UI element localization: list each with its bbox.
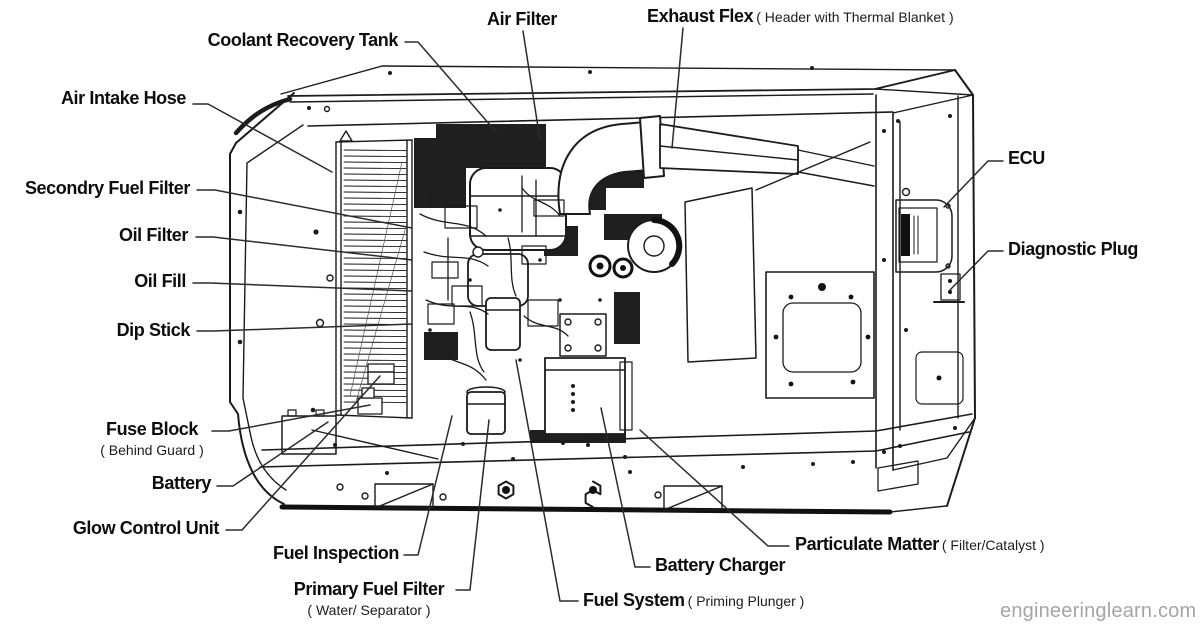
air-filter-canister [469,167,567,251]
label-text: Fuel System [583,590,685,610]
right-end-panel [875,69,976,507]
access-plate [765,271,875,399]
glow-control-unit-shape [367,363,395,385]
label-oil-filter: Oil Filter [119,225,188,246]
label-text: Air Intake Hose [60,88,186,108]
label-text: Glow Control Unit [72,518,220,538]
label-fuel-inspection: Fuel Inspection [273,543,399,564]
leader-line-air-intake-hose [192,103,333,173]
label-fuse-block: Fuse Block ( Behind Guard ) [100,419,204,459]
leader-lines [192,27,1004,602]
label-note: ( Behind Guard ) [100,442,204,458]
exhaust-flex-duct [659,123,799,175]
leader-line-secondry-fuel-filter [196,189,413,229]
label-oil-fill: Oil Fill [134,271,186,292]
label-text: Oil Fill [134,271,186,291]
label-battery-charger: Battery Charger [655,555,785,576]
ecu-bracket [895,199,953,273]
leader-line-glow-control-unit [225,375,381,531]
label-text: Battery [151,473,212,493]
leader-line-ecu [943,160,1004,208]
primary-fuel-filter-shape [466,391,506,435]
label-text: Battery Charger [655,555,786,575]
label-text: ECU [1008,148,1045,168]
leader-line-coolant-recovery-tank [404,41,498,134]
leader-line-oil-filter [195,236,413,261]
label-text: Secondry Fuel Filter [24,178,190,198]
label-ecu: ECU [1008,148,1045,169]
leader-line-fuel-system [515,359,579,602]
label-exhaust-flex: Exhaust Flex( Header with Thermal Blanke… [647,6,954,28]
skid-bolt [497,480,602,509]
label-battery: Battery [151,473,212,494]
leader-line-diagnostic-plug [949,250,1004,291]
label-coolant-recovery-tank: Coolant Recovery Tank [207,30,399,51]
label-air-intake-hose: Air Intake Hose [61,88,186,109]
label-text: Fuel Inspection [272,543,399,563]
label-note: ( Header with Thermal Blanket ) [756,9,954,25]
label-text: Oil Filter [118,225,188,245]
label-text: Dip Stick [116,320,191,340]
label-text: Particulate Matter [795,534,939,554]
watermark: engineeringlearn.com [1000,600,1197,622]
leader-line-particulate-matter [639,429,790,547]
label-text: Primary Fuel Filter [293,579,445,599]
warning-triangle-icon [339,130,353,142]
ecu-shape [898,207,938,263]
label-dip-stick: Dip Stick [116,320,191,341]
leader-line-fuse-block [211,404,371,432]
leader-line-dip-stick [196,323,413,332]
oil-filter-shape [485,297,521,351]
label-text: Air Filter [486,9,558,29]
exhaust-elbow [557,121,651,215]
label-fuel-system: Fuel System( Priming Plunger ) [583,590,804,612]
label-note: ( Water/ Separator ) [307,602,431,618]
engine-assembly [281,115,875,460]
label-secondry-fuel-filter: Secondry Fuel Filter [25,178,190,199]
enclosure-roof [280,65,974,127]
diagnostic-plug-shape [940,273,961,301]
label-text: Diagnostic Plug [1008,239,1139,259]
label-note: ( Filter/Catalyst ) [941,537,1045,553]
base-skid [259,413,973,515]
leader-line-oil-fill [192,282,413,292]
label-diagnostic-plug: Diagnostic Plug [1008,239,1138,260]
leader-line-air-filter [522,30,541,141]
label-text: Coolant Recovery Tank [207,30,399,50]
leader-line-fuel-inspection [403,415,453,556]
leader-line-battery [216,421,329,487]
label-text: Exhaust Flex [647,6,754,26]
leader-line-battery-charger [600,407,651,568]
label-particulate-matter: Particulate Matter( Filter/Catalyst ) [795,534,1045,556]
label-air-filter: Air Filter [487,9,557,30]
air-intake-hose-shape [233,96,293,136]
label-note: ( Priming Plunger ) [687,593,805,609]
leader-line-exhaust-flex [671,27,684,149]
label-text: Fuse Block [105,419,199,439]
rear-baffle-and-access-plate [684,187,875,399]
label-glow-control-unit: Glow Control Unit [72,518,220,539]
label-primary-fuel-filter: Primary Fuel Filter ( Water/ Separator ) [293,579,445,619]
leader-line-primary-fuel-filter [455,419,490,591]
